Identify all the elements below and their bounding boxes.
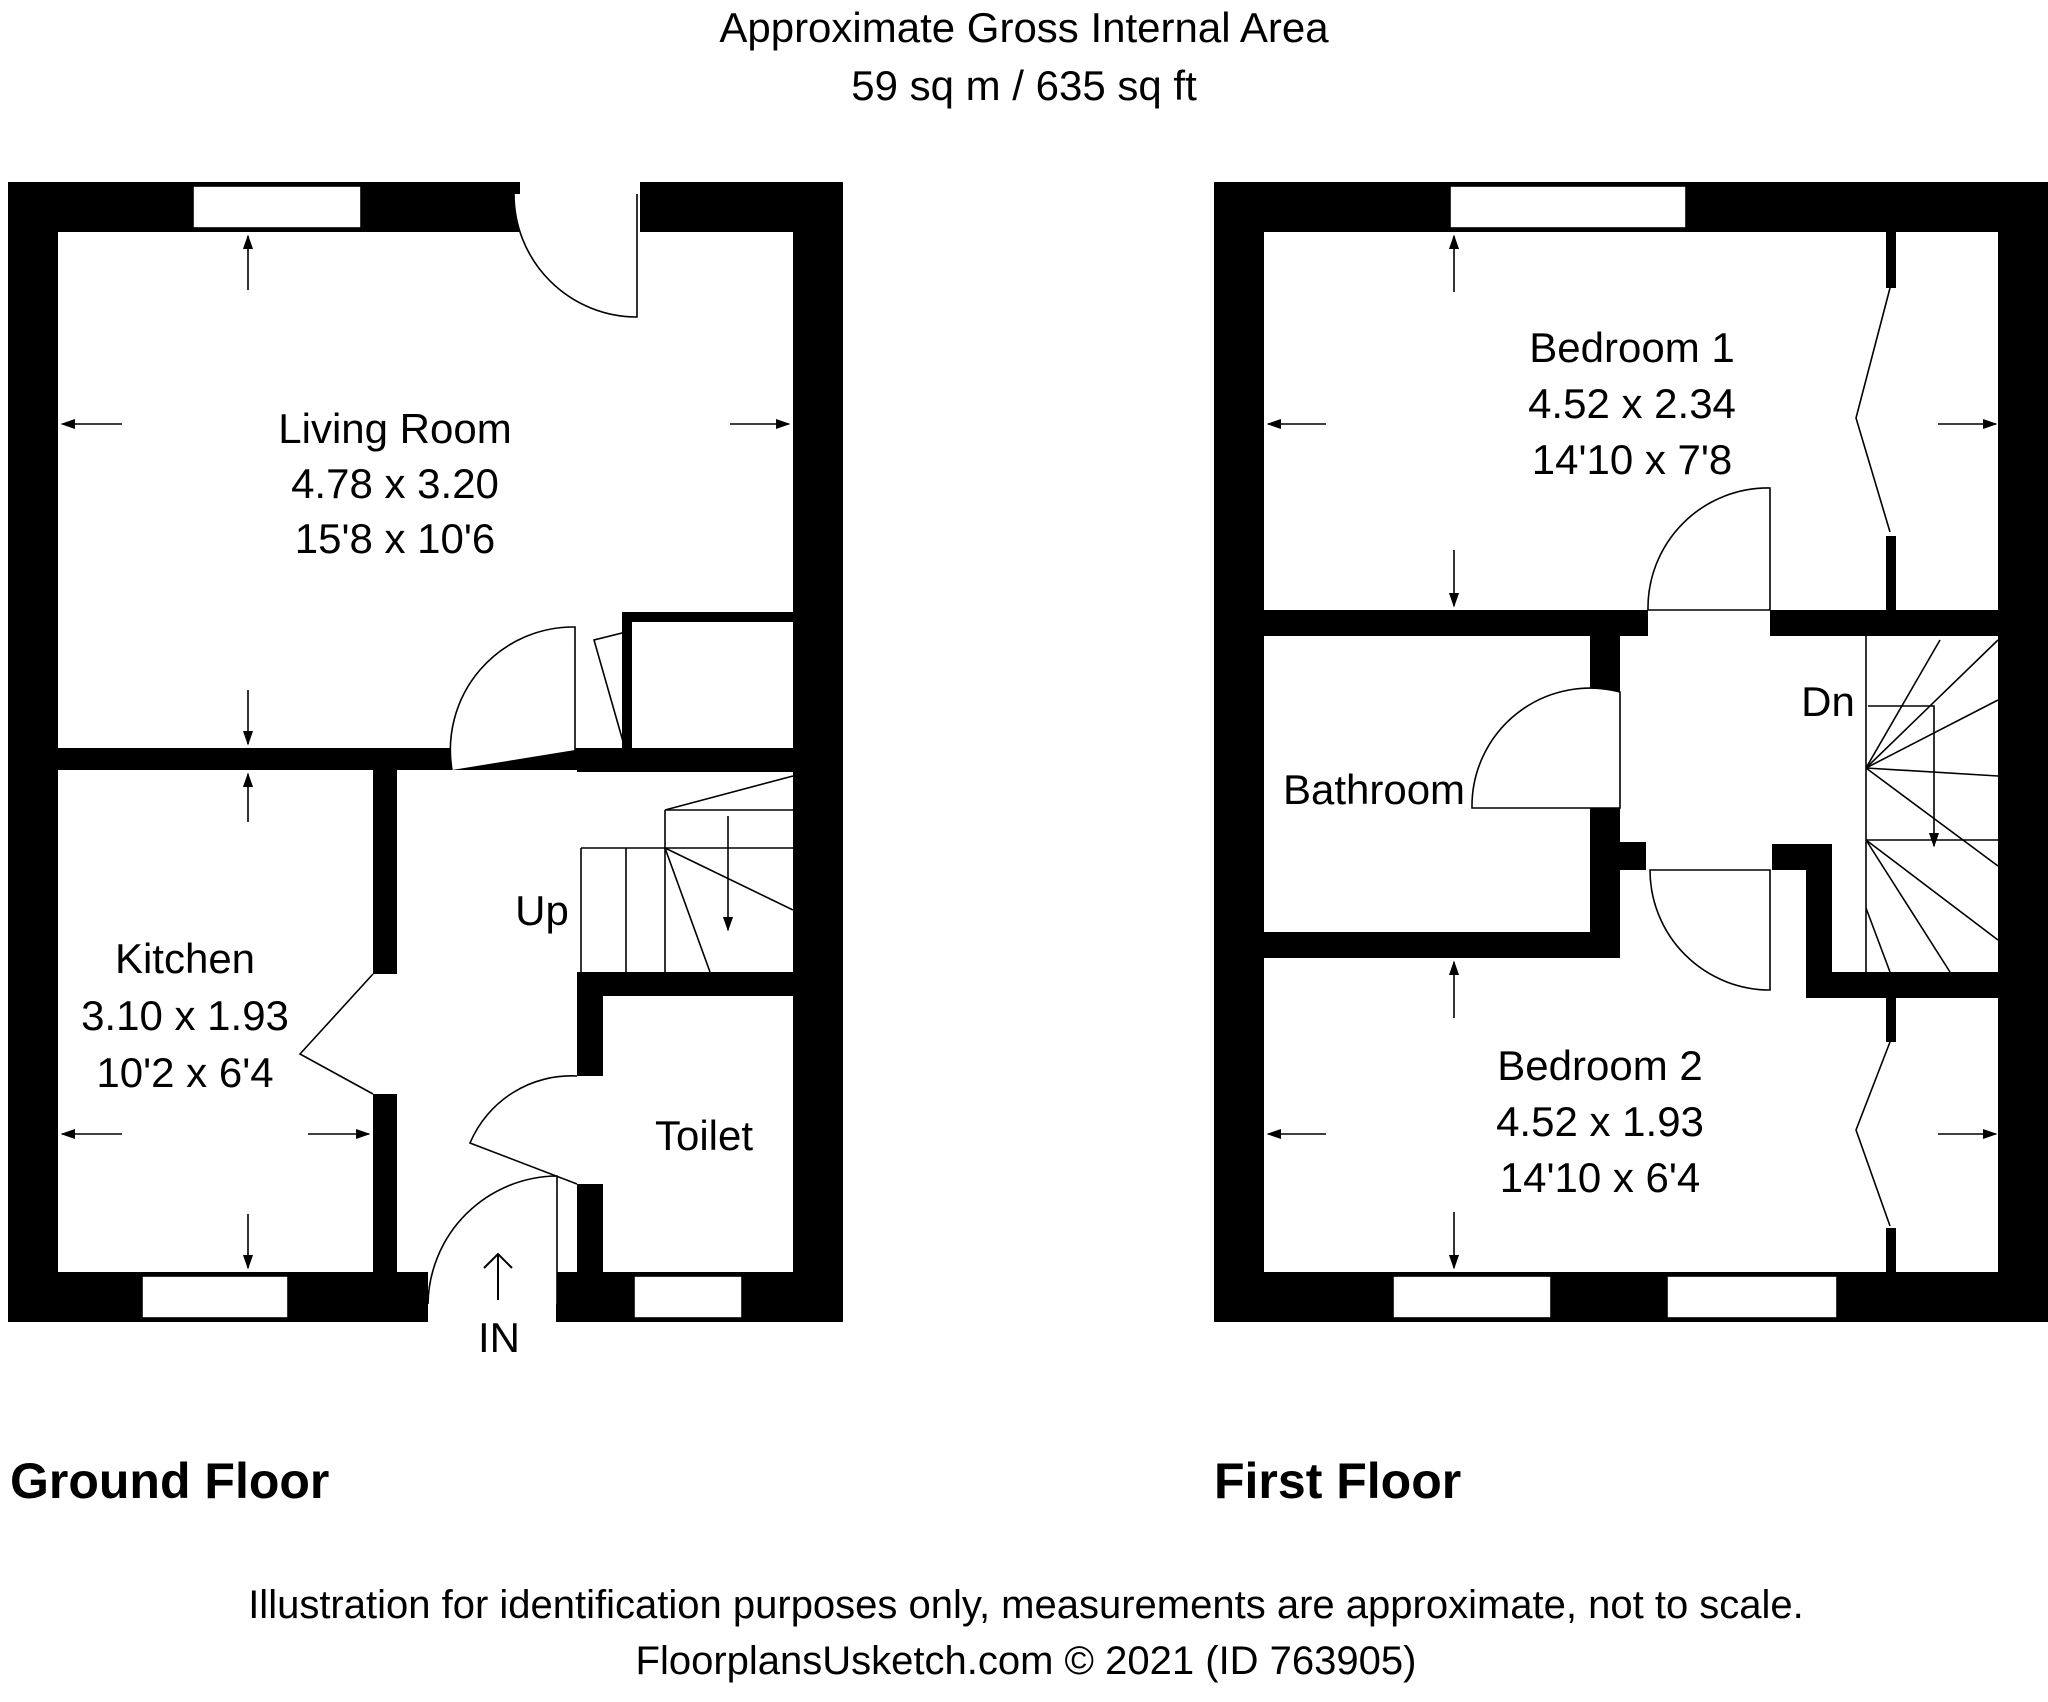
gf-door-living-hall bbox=[449, 626, 576, 771]
ff-dimension-arrows bbox=[1266, 234, 1998, 1270]
living-room-metric: 4.78 x 3.20 bbox=[291, 460, 499, 507]
entrance-label: IN bbox=[478, 1314, 520, 1361]
gf-stair-wall bbox=[577, 748, 793, 772]
gf-toilet-wall-left-upper bbox=[577, 972, 603, 1076]
gf-wall-top-right bbox=[640, 182, 843, 232]
gf-wall-left bbox=[8, 182, 58, 1322]
gf-toilet-wall-top bbox=[577, 972, 793, 996]
gf-cupboard-wall-side bbox=[622, 612, 632, 748]
ff-door-bathroom bbox=[1471, 687, 1621, 809]
kitchen-name: Kitchen bbox=[115, 935, 255, 982]
ff-wardrobe1-wall-bottom bbox=[1886, 536, 1896, 610]
bedroom1-imperial: 14'10 x 7'8 bbox=[1532, 436, 1733, 483]
ff-wall-left bbox=[1214, 182, 1264, 1322]
ff-staircase bbox=[1865, 636, 1999, 973]
bedroom2-imperial: 14'10 x 6'4 bbox=[1500, 1154, 1701, 1201]
gf-wall-right bbox=[793, 182, 843, 1322]
ff-window-bed1 bbox=[1449, 185, 1687, 229]
ff-wall-bottom bbox=[1214, 1272, 2048, 1322]
ff-wall-landing-bottom bbox=[1806, 972, 1998, 998]
ff-stairs-label: Dn bbox=[1801, 678, 1855, 725]
living-room-imperial: 15'8 x 10'6 bbox=[295, 515, 496, 562]
gf-door-toilet bbox=[468, 1075, 578, 1185]
gf-cupboard-wall-top bbox=[622, 612, 793, 622]
ground-floor-title: Ground Floor bbox=[10, 1453, 329, 1509]
ff-wall-bath-right-upper bbox=[1590, 636, 1620, 692]
ff-wall-bath-bed2 bbox=[1264, 932, 1620, 958]
gf-door-kitchen bbox=[298, 973, 374, 1095]
bedroom2-name: Bedroom 2 bbox=[1497, 1042, 1702, 1089]
ff-wall-right bbox=[1998, 182, 2048, 1322]
toilet-name: Toilet bbox=[655, 1112, 753, 1159]
disclaimer-text: Illustration for identification purposes… bbox=[248, 1583, 1804, 1627]
ff-wall-bed1-stairs bbox=[1770, 610, 1998, 636]
bathroom-name: Bathroom bbox=[1283, 766, 1465, 813]
gf-toilet-wall-left-lower bbox=[577, 1184, 603, 1272]
gf-wall-kitchen-hall-upper bbox=[373, 770, 397, 974]
ff-wardrobe2-wall-top bbox=[1886, 998, 1896, 1042]
ff-window-bed2-right bbox=[1666, 1275, 1838, 1319]
ground-floor-plan: Living Room 4.78 x 3.20 15'8 x 10'6 Kitc… bbox=[8, 182, 843, 1361]
gf-dimension-arrows bbox=[60, 234, 791, 1270]
credit-text: FloorplansUsketch.com © 2021 (ID 763905) bbox=[636, 1639, 1417, 1683]
gf-window-toilet bbox=[633, 1275, 743, 1319]
ff-door-bedroom2 bbox=[1649, 869, 1771, 991]
area-value: 59 sq m / 635 sq ft bbox=[851, 62, 1197, 109]
gf-window-living bbox=[192, 185, 362, 229]
ff-wall-landing-side bbox=[1806, 844, 1832, 996]
ff-wardrobe1-wall-top bbox=[1886, 232, 1896, 288]
gf-door-cupboard bbox=[593, 631, 627, 753]
gf-stairs-label: Up bbox=[515, 887, 569, 934]
living-room-name: Living Room bbox=[278, 405, 511, 452]
bedroom2-metric: 4.52 x 1.93 bbox=[1496, 1098, 1704, 1145]
kitchen-metric: 3.10 x 1.93 bbox=[81, 992, 289, 1039]
ff-wall-bed1-bath bbox=[1264, 610, 1648, 636]
bedroom1-name: Bedroom 1 bbox=[1529, 324, 1734, 371]
gf-staircase bbox=[580, 775, 794, 973]
first-floor-title: First Floor bbox=[1214, 1453, 1461, 1509]
kitchen-imperial: 10'2 x 6'4 bbox=[96, 1049, 273, 1096]
area-title: Approximate Gross Internal Area bbox=[719, 4, 1329, 51]
gf-door-front bbox=[427, 1175, 558, 1305]
gf-wall-kitchen-hall-lower bbox=[373, 1094, 397, 1272]
ff-wardrobe2-wall-bottom bbox=[1886, 1228, 1896, 1272]
gf-entrance-arrow bbox=[483, 1252, 513, 1300]
gf-window-kitchen bbox=[141, 1275, 289, 1319]
ff-window-bed2-left bbox=[1392, 1275, 1552, 1319]
ff-door-bedroom1 bbox=[1647, 487, 1771, 611]
gf-door-living-external bbox=[513, 193, 638, 318]
ff-wall-bath-stub bbox=[1620, 842, 1646, 870]
ff-wardrobe2-doors bbox=[1855, 1041, 1891, 1227]
ff-wardrobe1-doors bbox=[1855, 287, 1891, 533]
bedroom1-metric: 4.52 x 2.34 bbox=[1528, 380, 1736, 427]
first-floor-plan: Bedroom 1 4.52 x 2.34 14'10 x 7'8 Bedroo… bbox=[1214, 182, 2048, 1322]
